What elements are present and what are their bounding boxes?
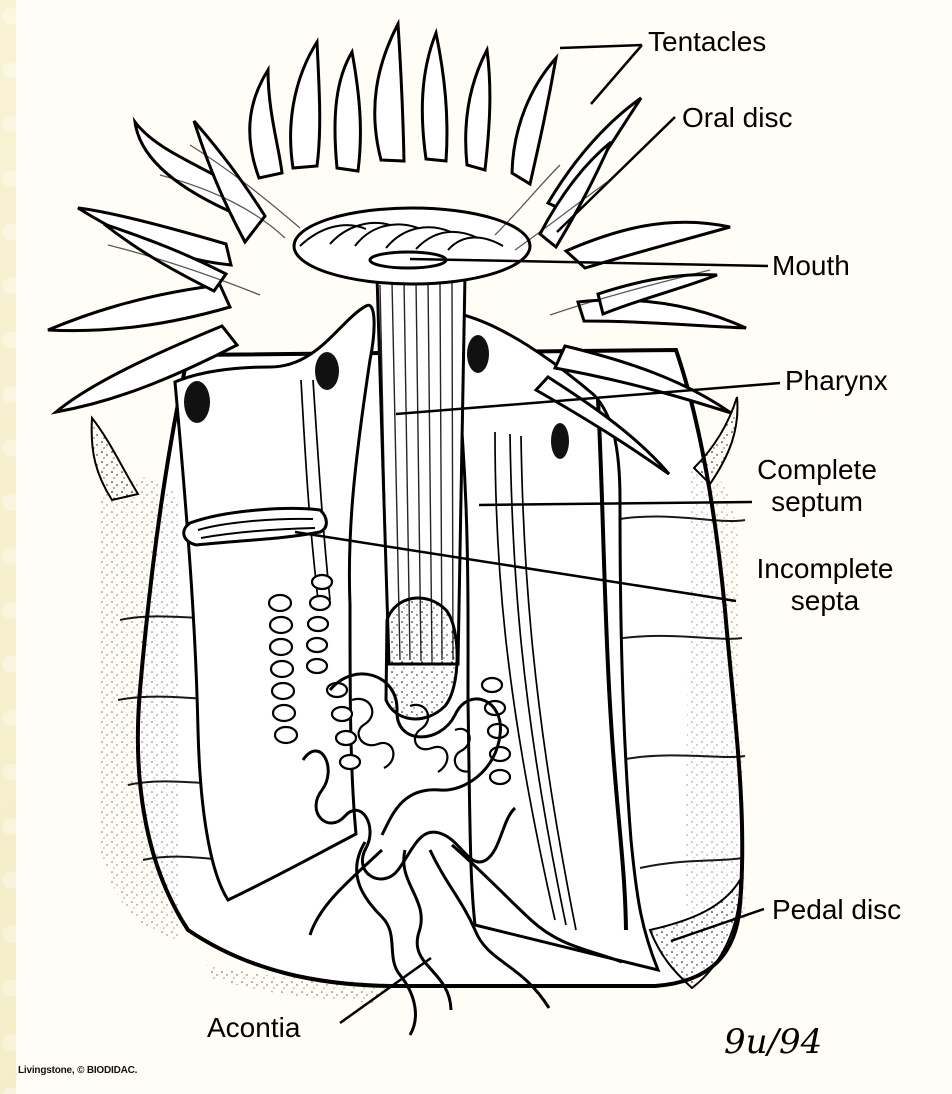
label-acontia: Acontia: [207, 1012, 300, 1044]
label-incomplete-septa-line-2: septa: [738, 585, 912, 617]
credit-text: Livingstone, © BIODIDAC.: [18, 1065, 137, 1076]
label-tentacles: Tentacles: [648, 26, 766, 58]
label-complete-septum-line-2: septum: [748, 486, 886, 518]
label-complete-septum: Complete septum: [748, 454, 886, 518]
label-pharynx: Pharynx: [785, 365, 888, 397]
label-incomplete-septa-line-1: Incomplete: [738, 553, 912, 585]
date-signature: 9u/94: [724, 1022, 822, 1062]
oral-disc-shape: [294, 208, 530, 284]
label-mouth: Mouth: [772, 250, 850, 282]
label-complete-septum-line-1: Complete: [748, 454, 886, 486]
label-oral-disc: Oral disc: [682, 102, 792, 134]
label-incomplete-septa: Incomplete septa: [738, 553, 912, 617]
label-pedal-disc: Pedal disc: [772, 894, 901, 926]
